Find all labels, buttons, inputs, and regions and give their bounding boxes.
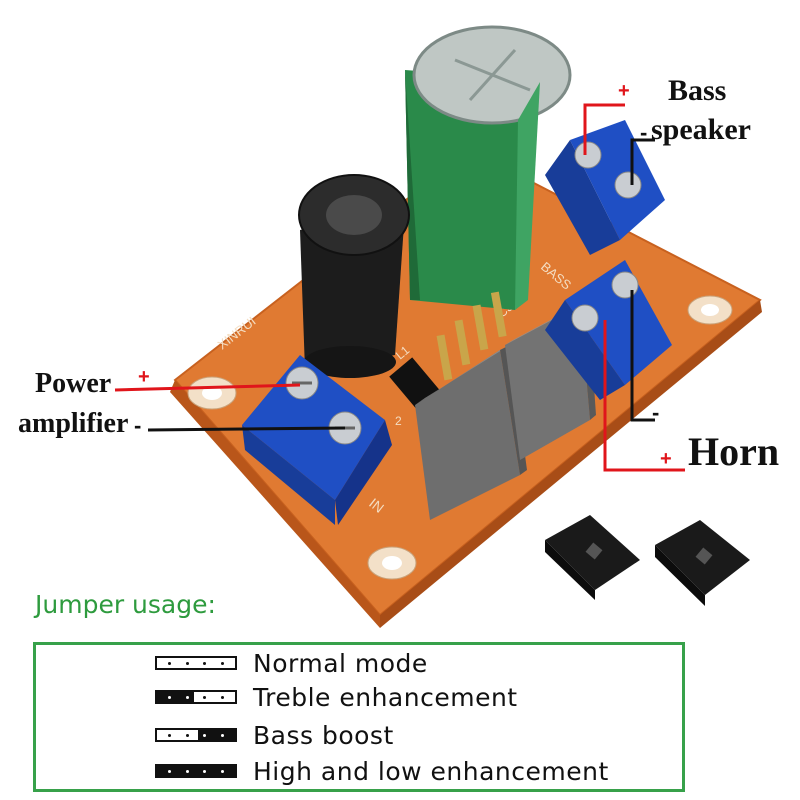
jumper-cap-1	[545, 515, 640, 600]
horn-screw-plus	[571, 304, 599, 332]
legend-label: Normal mode	[253, 648, 428, 678]
horn-screw-minus	[611, 271, 639, 299]
legend-row-treble: Treble enhancement	[155, 682, 518, 712]
legend-row-bass: Bass boost	[155, 720, 394, 750]
label-amplifier: amplifier	[18, 408, 129, 439]
bass-terminal-block	[545, 120, 665, 255]
jumper-cap-2	[655, 520, 750, 606]
horn-minus-mark: -	[652, 400, 660, 425]
inductor-coil	[298, 174, 410, 378]
jumper-pins-none-icon	[155, 656, 237, 670]
legend-row-high-low: High and low enhancement	[155, 756, 609, 786]
jumper-usage-title: Jumper usage:	[35, 590, 216, 619]
mounting-holes	[187, 295, 733, 580]
legend-label: High and low enhancement	[253, 756, 609, 786]
callout-lines	[114, 103, 685, 472]
jumper-pins-both-icon	[155, 764, 237, 778]
power-minus-mark: -	[134, 413, 142, 438]
legend-label: Bass boost	[253, 720, 394, 750]
bass-screw-plus	[574, 141, 602, 169]
jumper-legend	[33, 642, 685, 792]
legend-row-normal: Normal mode	[155, 648, 428, 678]
electrolytic-capacitor	[405, 25, 572, 310]
silkscreen-pin2: 2	[395, 414, 402, 428]
bass-screw-minus	[614, 171, 642, 199]
label-speaker: speaker	[651, 113, 751, 146]
legend-label: Treble enhancement	[253, 682, 518, 712]
label-power: Power	[35, 368, 112, 399]
pcb-edge	[170, 380, 380, 628]
bass-plus-mark: +	[618, 80, 630, 102]
pcb-edge-right	[380, 300, 762, 628]
jumper-pins-left-icon	[155, 690, 237, 704]
horn-plus-mark: +	[660, 448, 672, 470]
jumper-pins-right-icon	[155, 728, 237, 742]
label-bass: Bass	[668, 74, 727, 107]
label-horn: Horn	[688, 429, 780, 474]
power-plus-mark: +	[138, 366, 150, 388]
bass-minus-mark: -	[640, 120, 648, 145]
